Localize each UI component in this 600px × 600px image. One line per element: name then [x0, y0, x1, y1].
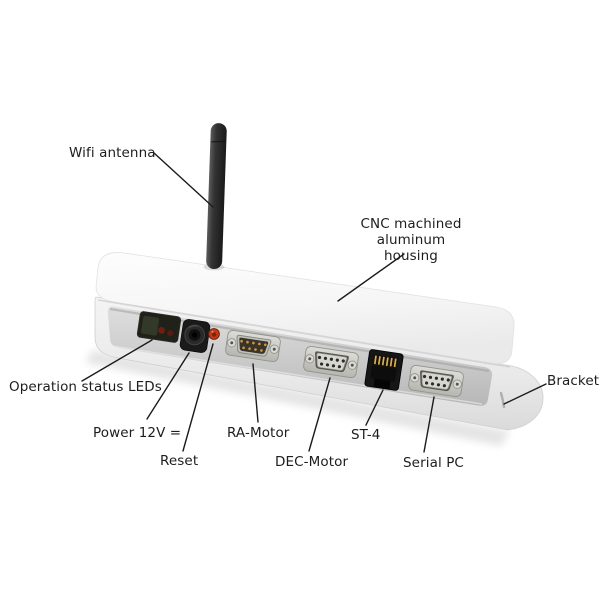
leader-line-reset: [182, 343, 214, 452]
leader-line-housing: [337, 253, 405, 302]
leader-line-status-leds: [81, 339, 153, 382]
housing-top: [95, 252, 515, 364]
housing-edge-line: [97, 299, 511, 368]
leader-line-power: [146, 352, 190, 420]
label-housing: CNC machined aluminum housing: [360, 216, 462, 264]
leader-line-dec-motor: [308, 377, 331, 452]
label-wifi-antenna: Wifi antenna: [69, 145, 156, 161]
db9-serial-pc: [408, 364, 464, 398]
wifi-antenna: [203, 123, 227, 271]
leader-line-bracket: [503, 383, 547, 405]
leader-lines: [81, 152, 547, 453]
reset-button: [208, 328, 220, 340]
led-window: [136, 311, 182, 343]
leader-line-serial-pc: [423, 396, 435, 453]
db9-dec-motor: [303, 345, 359, 379]
leader-line-ra-motor: [252, 363, 259, 423]
st4-port: [364, 349, 404, 391]
label-st4: ST-4: [351, 427, 381, 443]
label-status-leds: Operation status LEDs: [9, 379, 162, 395]
db9-ra-motor: [225, 329, 281, 363]
leader-line-st4: [365, 389, 384, 426]
leader-line-wifi-antenna: [153, 152, 214, 208]
label-serial-pc: Serial PC: [403, 455, 464, 471]
label-ra-motor: RA-Motor: [227, 425, 290, 441]
label-bracket: Bracket: [547, 373, 600, 389]
device-shadow: [86, 350, 510, 446]
label-reset: Reset: [160, 453, 199, 469]
label-dec-motor: DEC-Motor: [275, 454, 349, 470]
power-jack: [179, 319, 211, 353]
bracket-notch: [499, 391, 506, 409]
label-power: Power 12V =: [93, 425, 182, 441]
